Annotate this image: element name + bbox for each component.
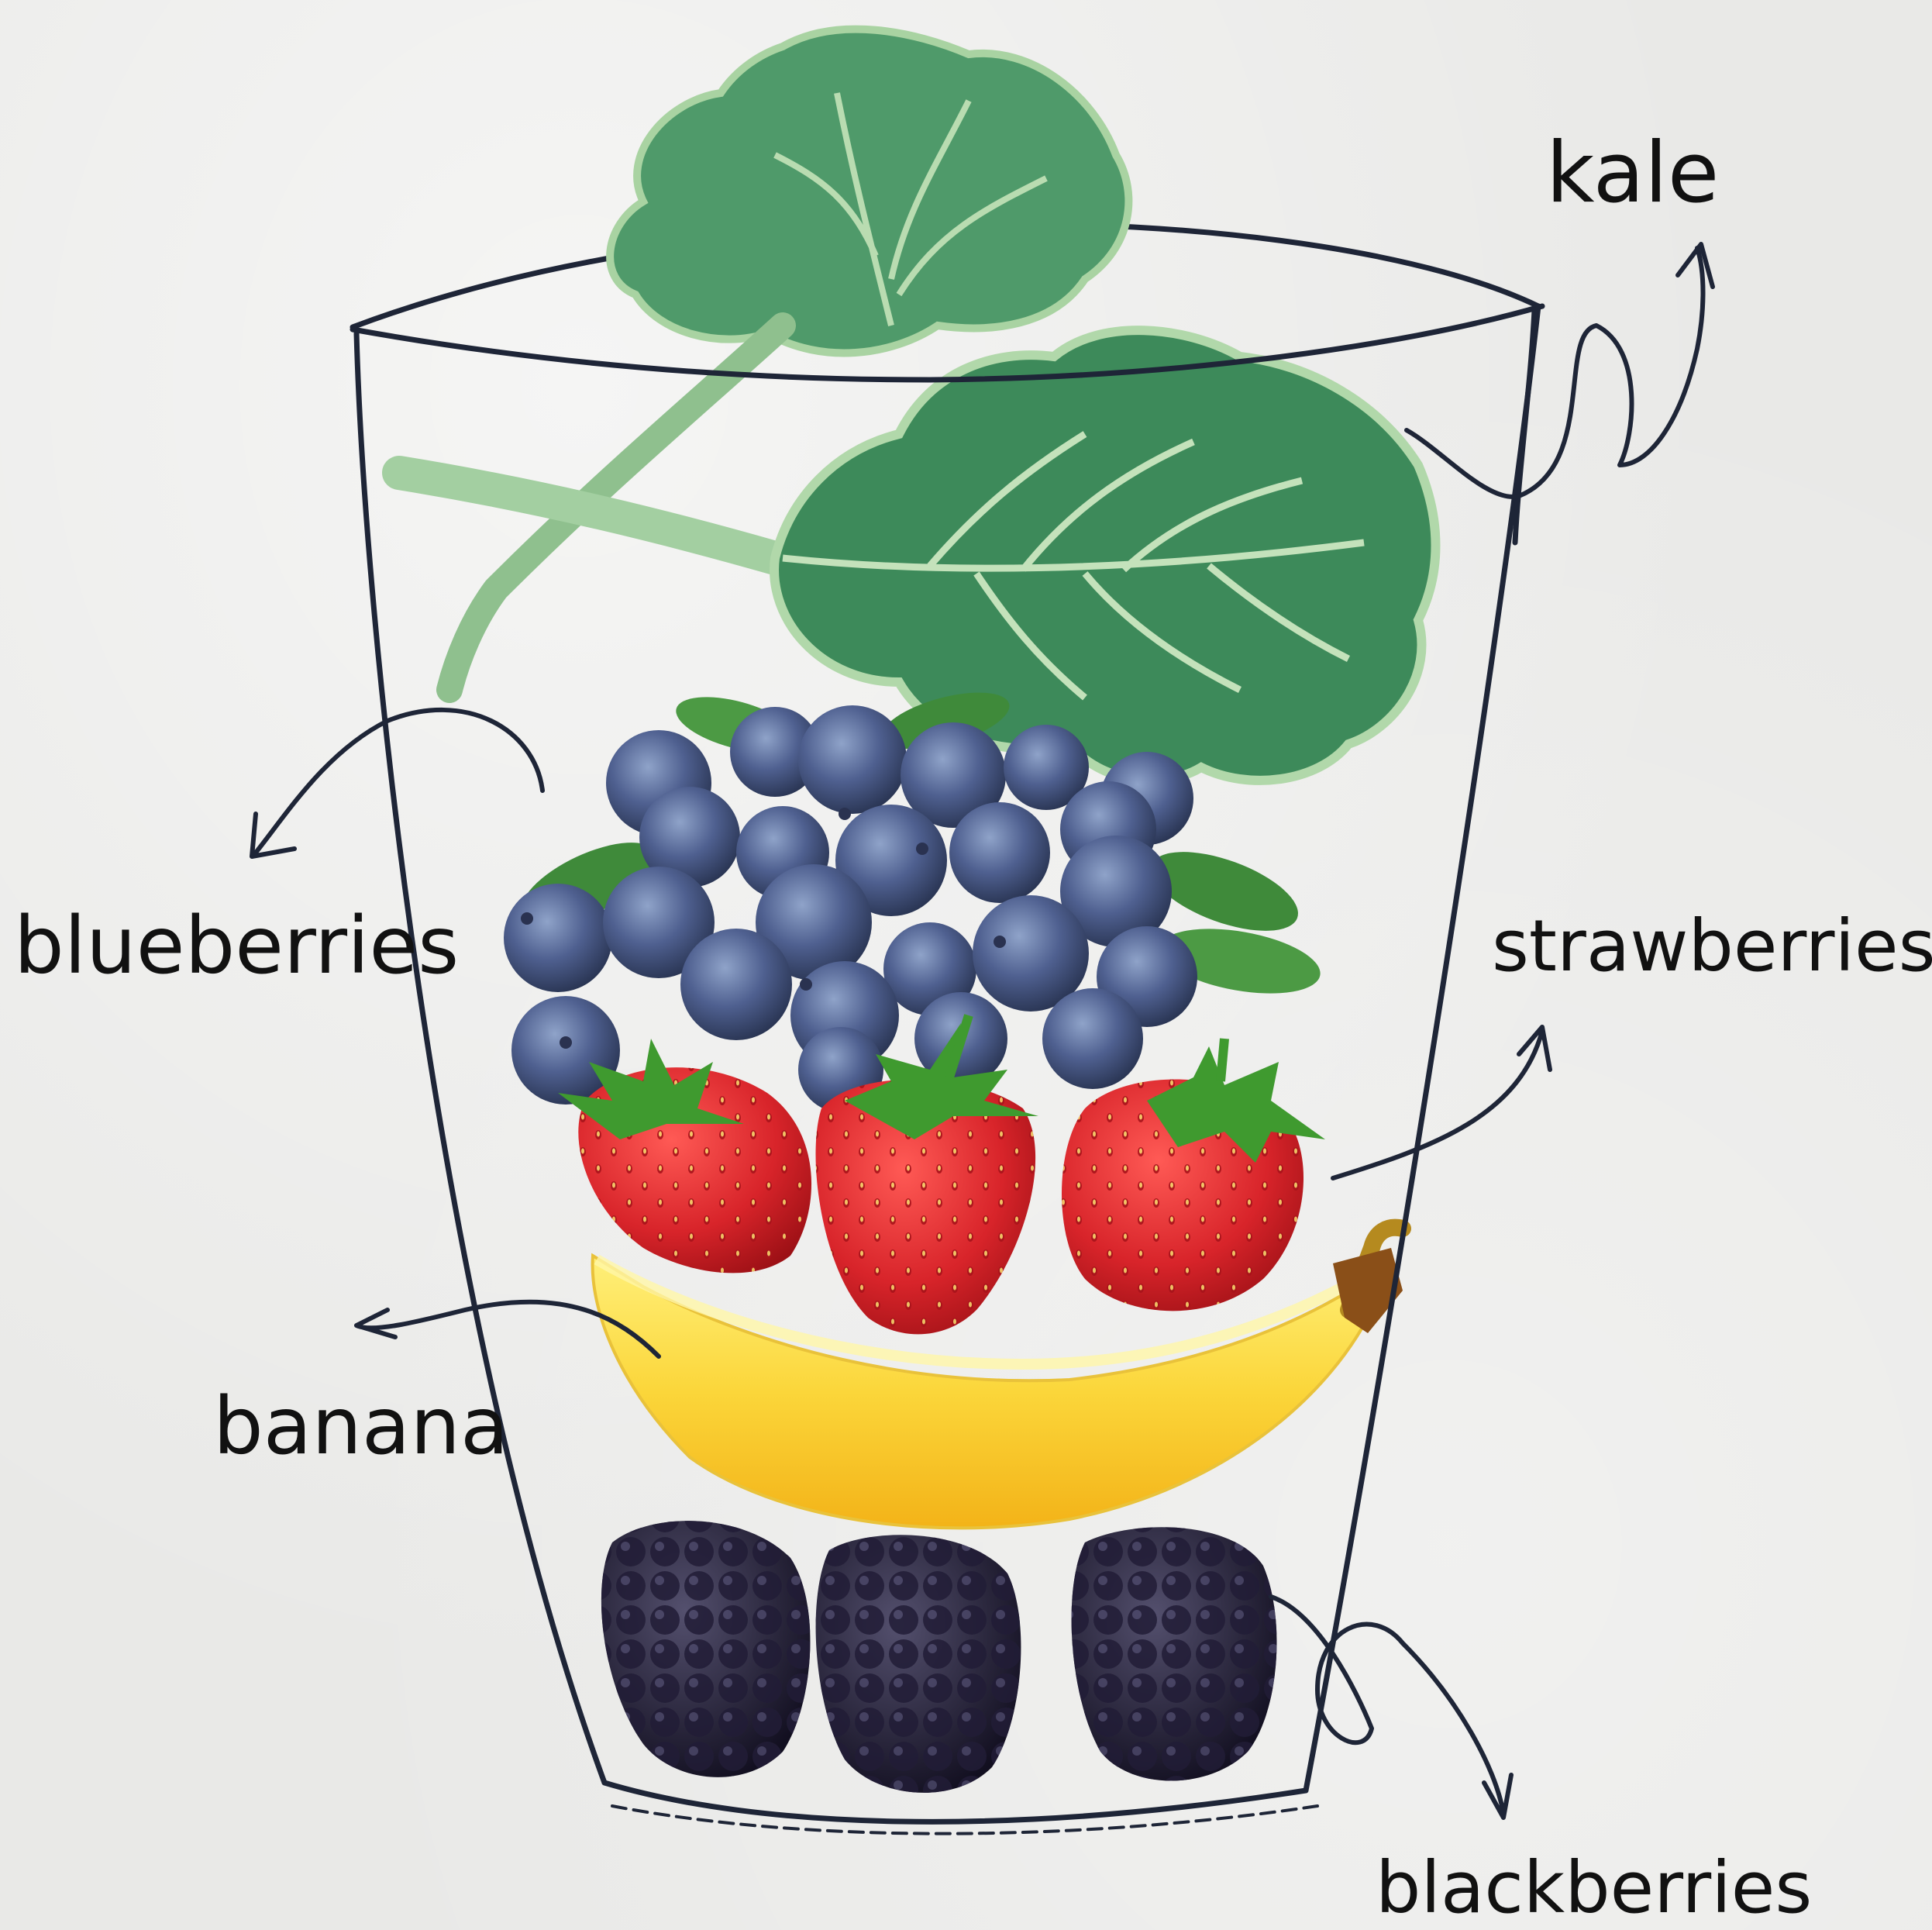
label-strawberries: strawberries [1492,911,1932,982]
blackberries-illustration [601,1521,1277,1793]
label-blackberries: blackberries [1376,1852,1812,1924]
label-banana: banana [213,1387,509,1466]
arrow-kale [1407,244,1713,497]
kale-illustration [399,29,1436,781]
kale-leaf-back [610,29,1128,353]
label-blueberries: blueberries [14,907,459,986]
blackberry-2 [816,1535,1021,1793]
strawberries-illustration [558,1015,1325,1334]
blackberry-1 [601,1521,811,1777]
label-kale: kale [1546,132,1719,215]
arrow-strawberries [1333,1027,1550,1178]
blackberry-3 [1072,1527,1277,1780]
